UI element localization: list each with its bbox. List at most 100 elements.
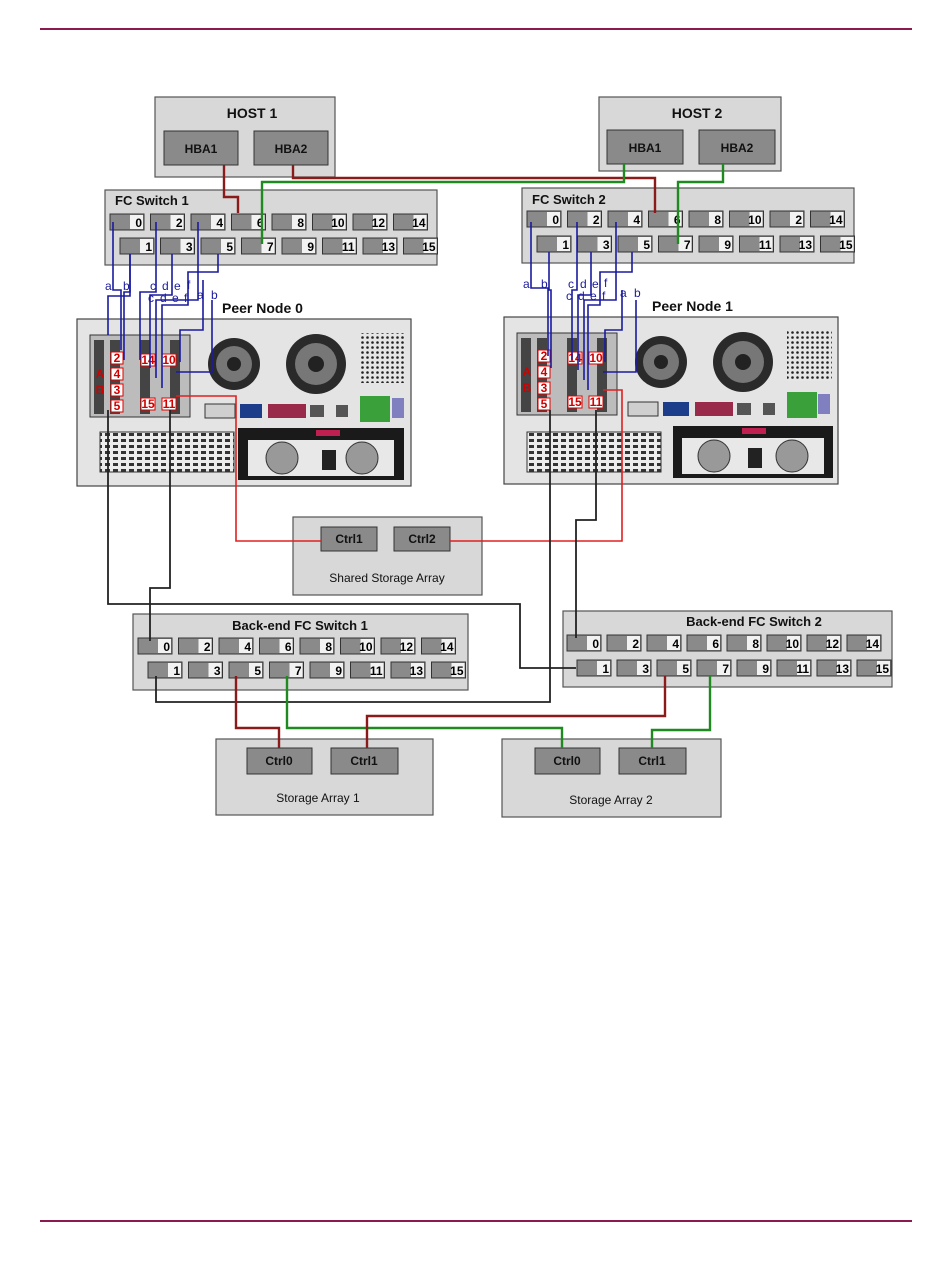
be2-port-label-bg-top-4 [747, 636, 760, 650]
peer-node-0-io-green [360, 396, 390, 422]
be1-port-number-top-6: 12 [400, 640, 414, 654]
fc2-port-number-top-7: 14 [829, 213, 843, 227]
be1-port-number-bottom-2: 5 [254, 664, 261, 678]
be1-port-label-bg-top-0 [158, 639, 171, 653]
node0-card-port-2: 2 [114, 351, 121, 365]
fc1-port-number-top-3: 6 [257, 216, 264, 230]
be2-port-number-top-2: 4 [672, 637, 679, 651]
peer-node-1: Peer Node 1 [503, 298, 839, 485]
node1-card-port-15: 15 [568, 395, 582, 409]
host-2-hba1-label: HBA1 [629, 141, 662, 155]
cable-node0-to-be2-port1 [107, 410, 576, 669]
be2-port-number-top-0: 0 [592, 637, 599, 651]
cable-host2-hba2-to-fc2-port7 [676, 164, 725, 244]
node1-cable-letter-5: e [592, 277, 599, 291]
be2-port-label-bg-bottom-7 [877, 661, 890, 675]
node1-card-port-3: 3 [541, 381, 548, 395]
node1-cable-letter-9: c [566, 289, 572, 303]
storage-array-2-ctrl0-port [534, 747, 601, 775]
node0-cable-letter-3: c [150, 279, 156, 293]
fc1-port-number-bottom-1: 3 [186, 240, 193, 254]
fc2-port-label-bg-bottom-1 [597, 237, 611, 251]
storage-array-1-ctrl0-label: Ctrl0 [265, 754, 293, 768]
node0-card-port-4: 4 [114, 367, 121, 381]
fc2-port-label-bg-top-2 [628, 212, 641, 226]
fc1-port-label-bg-bottom-1 [180, 239, 194, 253]
fc2-port-number-bottom-7: 15 [839, 238, 853, 252]
fc2-port-number-bottom-2: 5 [643, 238, 650, 252]
host-2-hba2-label: HBA2 [721, 141, 754, 155]
fc2-port-number-top-4: 8 [714, 213, 721, 227]
fc1-port-label-bg-top-0 [130, 215, 143, 229]
node1-card-letter-a: A [523, 365, 532, 379]
peer-node-1-drive-bay [526, 431, 662, 473]
be2-port-number-bottom-6: 13 [836, 662, 850, 676]
be1-port-number-top-7: 14 [440, 640, 454, 654]
be1-port-number-bottom-4: 9 [335, 664, 342, 678]
node0-cable-letter-5: e [174, 279, 181, 293]
be2-port-label-bg-top-6 [827, 636, 840, 650]
header-rule [40, 28, 912, 30]
be2-port-label-bg-bottom-5 [797, 661, 810, 675]
node0-cable-letter-10: d [160, 291, 167, 305]
fc1-port-label-bg-bottom-6 [383, 239, 396, 253]
fc1-port-number-bottom-0: 1 [145, 240, 152, 254]
be1-port-label-bg-bottom-0 [168, 663, 181, 677]
be1-port-label-bg-top-3 [279, 639, 293, 653]
node0-card-port-14: 14 [141, 353, 155, 367]
backend-fc-switch-2-title: Back-end FC Switch 2 [686, 614, 822, 629]
shared-storage-ctrl2-port [393, 526, 451, 552]
peer-node-1-connector-b [663, 402, 689, 416]
be1-port-number-bottom-3: 7 [295, 664, 302, 678]
be1-port-label-bg-bottom-5 [370, 663, 384, 677]
be2-port-number-top-1: 2 [632, 637, 639, 651]
peer-node-1-vent-grid [787, 331, 832, 381]
be2-port-number-bottom-1: 3 [642, 662, 649, 676]
be2-port-label-bg-bottom-0 [597, 661, 610, 675]
be1-port-number-bottom-7: 15 [450, 664, 464, 678]
cables-fc1-to-node0 [107, 222, 219, 388]
node1-cable-letter-6: f [604, 276, 608, 290]
peer-node-0-connector-c [268, 404, 306, 418]
cable-node0-to-shared-ctrl1 [176, 395, 321, 542]
be1-port-label-bg-bottom-7 [451, 663, 465, 677]
cable-host1-hba2-to-fc2-port6 [291, 165, 657, 213]
be2-port-label-bg-top-1 [627, 636, 640, 650]
cable-node1-to-shared-ctrl2 [450, 389, 623, 542]
fc1-port-label-bg-top-2 [211, 215, 224, 229]
node0-cable-letter-6: f [187, 278, 191, 292]
fc1-port-label-bg-top-4 [292, 215, 305, 229]
node1-card-port-4: 4 [541, 365, 548, 379]
fc2-port-label-bg-top-6 [790, 212, 803, 226]
host-1-title: HOST 1 [227, 105, 278, 121]
node0-cable-letter-12: f [184, 291, 188, 305]
node1-card-port-14: 14 [568, 351, 582, 365]
peer-node-1-io-green [787, 392, 817, 418]
cables-fc2-to-node1 [530, 222, 637, 390]
fc1-port-number-bottom-3: 7 [267, 240, 274, 254]
node1-cable-letter-12: f [602, 289, 606, 303]
be2-port-label-bg-bottom-4 [757, 661, 770, 675]
node0-card-letter-a: A [96, 367, 105, 381]
fc2-port-label-bg-bottom-7 [840, 237, 854, 251]
node0-card-port-5: 5 [114, 399, 121, 413]
be1-port-number-top-3: 6 [285, 640, 292, 654]
node0-cable-letter-4: d [162, 279, 169, 293]
be2-port-label-bg-bottom-2 [677, 661, 690, 675]
node1-cable-letter-2: b [541, 277, 548, 291]
node0-card-port-15: 15 [141, 397, 155, 411]
node1-cable-letter-4: d [580, 277, 587, 291]
be1-port-number-top-2: 4 [244, 640, 251, 654]
footer-rule [40, 1220, 912, 1222]
cable-be1-port7-to-array2-ctrl0 [285, 676, 564, 748]
fc1-port-number-top-7: 14 [412, 216, 426, 230]
be2-port-number-bottom-0: 1 [602, 662, 609, 676]
be2-port-number-top-3: 6 [712, 637, 719, 651]
fc2-port-label-bg-bottom-4 [719, 237, 732, 251]
be2-port-label-bg-bottom-6 [837, 661, 850, 675]
be2-port-label-bg-top-7 [867, 636, 880, 650]
peer-node-0-title: Peer Node 0 [222, 300, 303, 316]
